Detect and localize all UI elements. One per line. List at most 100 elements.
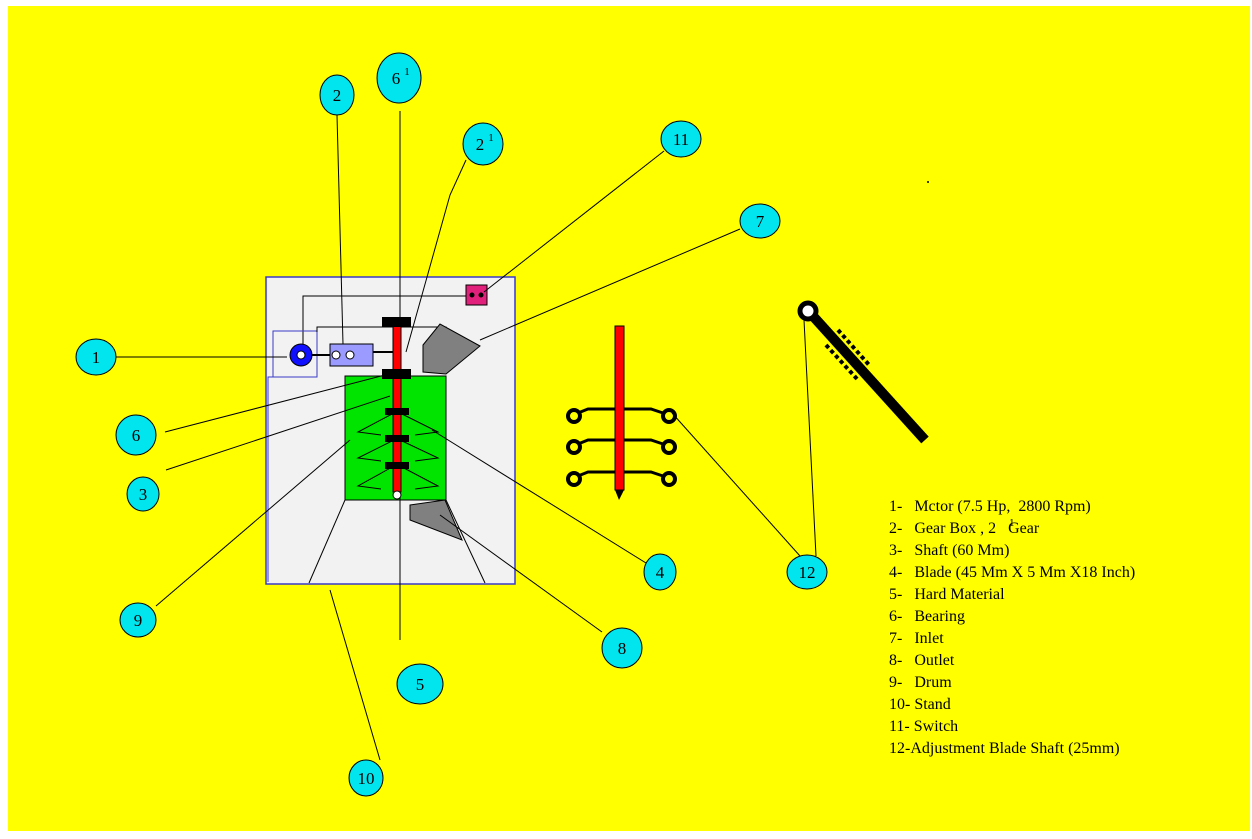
legend: 1- Mctor (7.5 Hp, 2800 Rpm) 2- Gear Box ,… — [889, 498, 1135, 757]
legend-item-9: 9- Drum — [889, 674, 952, 691]
legend-item-3: 3- Shaft (60 Mm) — [889, 542, 1009, 559]
leader-line-3 — [165, 395, 391, 471]
callout-number: 2 — [333, 86, 342, 105]
callout-5: 5 — [396, 663, 444, 705]
callout-number: 4 — [656, 563, 665, 582]
callout-number: 1 — [92, 348, 101, 367]
leader-line-10 — [329, 589, 381, 761]
callout-bubble — [462, 122, 504, 166]
callout-8: 8 — [601, 627, 643, 669]
leader-line-9 — [155, 439, 351, 607]
bearing — [382, 369, 411, 379]
callout-superscript: 1 — [404, 66, 410, 78]
inlet-chute — [422, 323, 481, 375]
leader-line-8 — [439, 514, 603, 633]
callout-10: 10 — [348, 759, 384, 797]
blade-hub — [385, 462, 409, 469]
legend-item-8: 8- Outlet — [889, 652, 955, 669]
blade-hub — [385, 435, 409, 442]
callout-number: 8 — [618, 639, 627, 658]
callout-7: 7 — [739, 203, 781, 239]
drum-blades — [356, 412, 440, 490]
callout-number: 5 — [416, 675, 425, 694]
adjustment-clamp — [836, 328, 872, 368]
leader-line-2 — [336, 114, 344, 345]
callout-2: 2 — [319, 74, 355, 116]
legend-item-11: 11- Switch — [889, 718, 958, 735]
leader-line-2s — [405, 159, 467, 353]
callout-9: 9 — [119, 602, 157, 638]
callout-bubble — [75, 338, 117, 376]
callout-number: 3 — [139, 485, 148, 504]
callout-bubble — [376, 52, 422, 104]
switch-box — [465, 284, 488, 306]
leader-lines — [116, 111, 817, 761]
switch-wire — [302, 295, 466, 345]
gearbox-gear — [331, 350, 341, 360]
detail-blades — [577, 407, 664, 478]
callout-number: 10 — [358, 769, 375, 788]
detail-shaft — [614, 325, 625, 491]
callout-number: 11 — [673, 130, 689, 149]
stray-dot — [927, 181, 929, 183]
callout-bubble — [319, 74, 355, 116]
callout-number: 12 — [799, 563, 816, 582]
adjustment-clamp — [824, 343, 860, 382]
callout-bubble — [739, 203, 781, 239]
blue-wire — [267, 376, 273, 582]
hard-material — [392, 490, 402, 500]
legend-item-1: 1- Mctor (7.5 Hp, 2800 Rpm) — [889, 498, 1091, 515]
callout-11: 11 — [660, 120, 702, 158]
adjustment-eye — [797, 300, 819, 322]
switch-terminal — [469, 292, 475, 298]
leader-line-4 — [431, 429, 647, 564]
legend-item-2: 2- Gear Box , 2 Gear — [889, 520, 1040, 537]
detail-blade-eyes — [566, 408, 677, 487]
callout-12: 12 — [786, 554, 828, 590]
callout-number: 6 — [132, 426, 141, 445]
leader-line-11 — [483, 150, 665, 293]
legend-item-5: 5- Hard Material — [889, 586, 1005, 603]
callout-bubble — [126, 476, 160, 512]
gearbox-gear — [345, 350, 355, 360]
legend-item-10: 10- Stand — [889, 696, 951, 713]
switch-terminal — [478, 292, 484, 298]
machine — [265, 276, 516, 585]
blade-shaft-detail — [566, 325, 677, 500]
stand-leg — [445, 499, 486, 584]
bearing — [382, 317, 411, 327]
callout-bubble — [119, 602, 157, 638]
callout-number: 6 — [392, 69, 401, 88]
callout-1: 1 — [75, 338, 117, 376]
callout-bubble — [601, 627, 643, 669]
legend-item-6: 6- Bearing — [889, 608, 965, 625]
callout-number: 9 — [134, 611, 143, 630]
leader-line-12 — [671, 412, 801, 557]
detail-shaft-tip — [615, 490, 624, 500]
legend-item-12: 12-Adjustment Blade Shaft (25mm) — [889, 740, 1120, 757]
callout-bubble — [660, 120, 702, 158]
legend-item-4: 4- Blade (45 Mm X 5 Mm X18 Inch) — [889, 564, 1135, 581]
blade-hub — [385, 408, 409, 415]
callout-bubble — [348, 759, 384, 797]
callout-bubble — [115, 414, 157, 456]
leader-line-7 — [479, 228, 741, 341]
adjustment-bar — [808, 311, 929, 444]
callout-bubble — [786, 554, 828, 590]
legend-superscript: 1 — [1009, 517, 1015, 529]
callout-number: 2 — [476, 135, 485, 154]
callout-bubble — [396, 663, 444, 705]
leader-line-12 — [803, 319, 817, 557]
callout-4: 4 — [643, 553, 677, 591]
adjustment-shaft — [797, 300, 929, 444]
legend-item-7: 7- Inlet — [889, 630, 944, 647]
callout-6: 6 — [115, 414, 157, 456]
background — [8, 6, 1250, 831]
stand-leg — [308, 499, 346, 584]
callout-3: 3 — [126, 476, 160, 512]
